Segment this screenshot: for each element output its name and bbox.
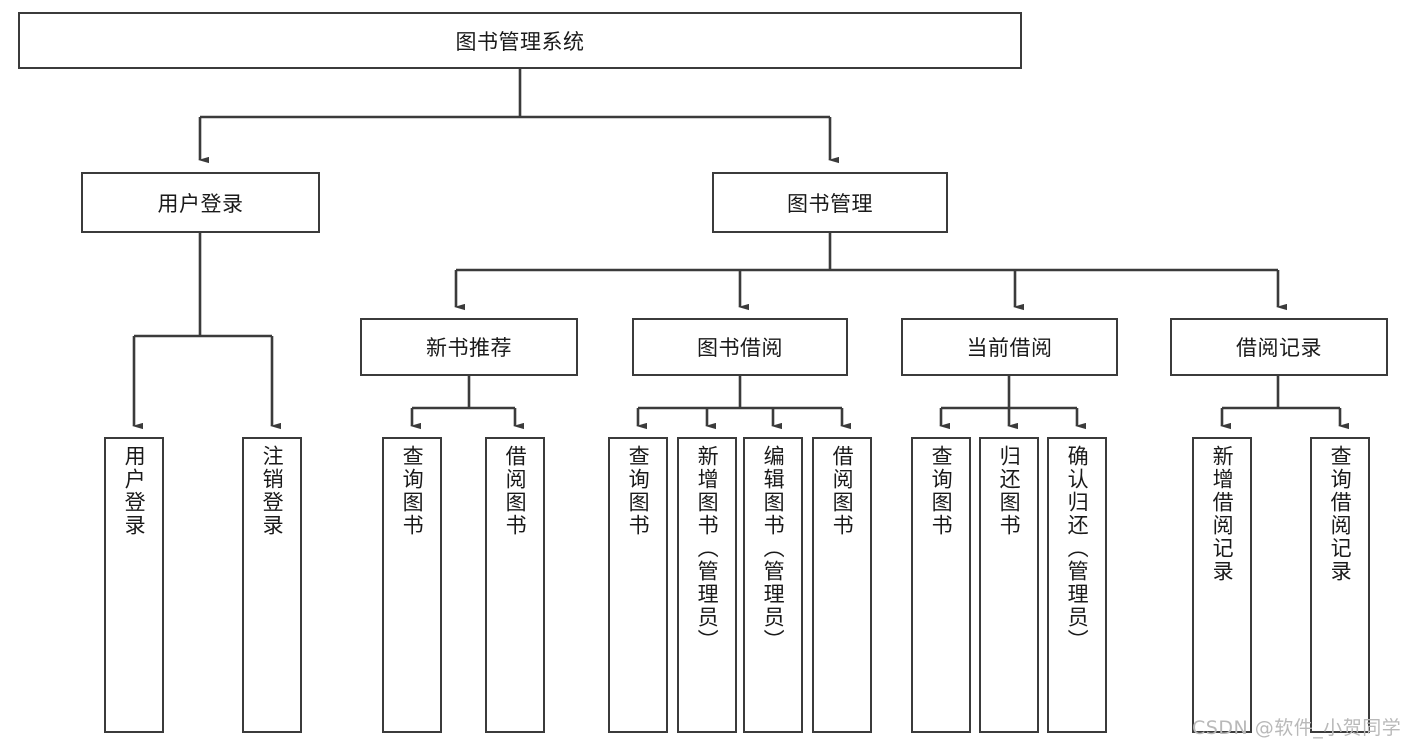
node-label: 查询图书 [929, 445, 954, 537]
node-label: 新增借阅记录 [1210, 445, 1235, 583]
node-label: 当前借阅 [966, 336, 1053, 360]
leaf-add-book-admin[interactable]: 新增图书（管理员） [677, 437, 737, 733]
node-label: 查询图书 [626, 445, 651, 537]
node-label: 图书管理 [787, 191, 873, 216]
leaf-query-book-borrow[interactable]: 查询图书 [608, 437, 668, 733]
node-label: 编辑图书（管理员） [761, 445, 786, 652]
node-user-login[interactable]: 用户登录 [81, 172, 320, 233]
node-label: 图书借阅 [697, 336, 783, 360]
node-label: 图书管理系统 [455, 29, 585, 54]
node-label: 查询图书 [400, 445, 425, 537]
leaf-user-login[interactable]: 用户登录 [104, 437, 164, 733]
leaf-edit-book-admin[interactable]: 编辑图书（管理员） [743, 437, 803, 733]
leaf-borrow-book[interactable]: 借阅图书 [812, 437, 872, 733]
node-label: 查询借阅记录 [1328, 445, 1353, 583]
node-label: 用户登录 [122, 445, 147, 537]
node-label: 注销登录 [260, 445, 285, 537]
node-label: 用户登录 [157, 191, 244, 216]
leaf-add-borrow-record[interactable]: 新增借阅记录 [1192, 437, 1252, 733]
node-book-management[interactable]: 图书管理 [712, 172, 948, 233]
node-label: 确认归还（管理员） [1065, 445, 1090, 652]
node-borrow-record[interactable]: 借阅记录 [1170, 318, 1388, 376]
csdn-watermark: CSDN @软件_小贺同学 [1192, 717, 1402, 739]
node-current-borrow[interactable]: 当前借阅 [901, 318, 1118, 376]
node-root-system[interactable]: 图书管理系统 [18, 12, 1022, 69]
leaf-query-borrow-record[interactable]: 查询借阅记录 [1310, 437, 1370, 733]
node-book-borrow[interactable]: 图书借阅 [632, 318, 848, 376]
node-new-book-recommend[interactable]: 新书推荐 [360, 318, 578, 376]
node-label: 借阅图书 [830, 445, 855, 537]
leaf-logout[interactable]: 注销登录 [242, 437, 302, 733]
node-label: 新增图书（管理员） [695, 445, 720, 652]
leaf-query-book-current[interactable]: 查询图书 [911, 437, 971, 733]
node-label: 归还图书 [997, 445, 1022, 537]
node-label: 新书推荐 [426, 336, 512, 360]
node-label: 借阅记录 [1236, 336, 1322, 360]
leaf-confirm-return-admin[interactable]: 确认归还（管理员） [1047, 437, 1107, 733]
leaf-borrow-book-recommend[interactable]: 借阅图书 [485, 437, 545, 733]
node-label: 借阅图书 [503, 445, 528, 537]
leaf-return-book[interactable]: 归还图书 [979, 437, 1039, 733]
leaf-query-book-recommend[interactable]: 查询图书 [382, 437, 442, 733]
